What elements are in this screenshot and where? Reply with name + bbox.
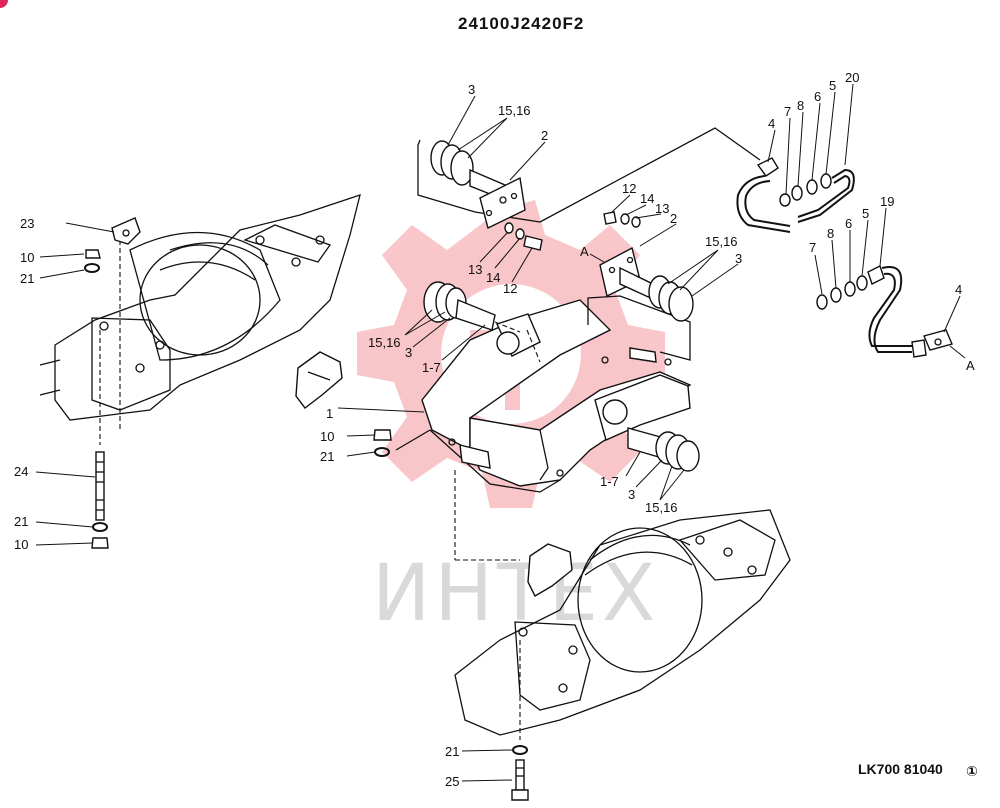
watermark-text: ИНТЕХ [372, 549, 659, 639]
callout-19: 19 [880, 194, 894, 209]
callout-21: 21 [320, 449, 334, 464]
callout-7: 7 [784, 104, 791, 119]
drawing-title: 24100J2420F2 [458, 14, 584, 33]
callout-14: 14 [486, 270, 500, 285]
callout-6: 6 [814, 89, 821, 104]
upper-grease-line [736, 157, 855, 233]
callout-4: 4 [768, 116, 775, 131]
callout-13: 13 [468, 262, 482, 277]
sheet-mark: ① [966, 763, 978, 779]
right-lower-pin-assembly [627, 427, 700, 472]
bottom-axle-housing [454, 509, 791, 740]
drawing-code: LK700 81040 [858, 761, 943, 777]
callout-14: 14 [640, 191, 654, 206]
callout-12: 12 [503, 281, 517, 296]
callout-15-16: 15,16 [368, 335, 401, 350]
callout-6: 6 [845, 216, 852, 231]
callout-2: 2 [670, 211, 677, 226]
central-bracket [421, 299, 692, 493]
callout-5: 5 [862, 206, 869, 221]
callout-3: 3 [628, 487, 635, 502]
upper-bolt-set [504, 222, 543, 251]
left-fastener-stack [84, 217, 141, 549]
callout-21: 21 [20, 271, 34, 286]
middle-fasteners [373, 429, 456, 560]
callout-8: 8 [827, 226, 834, 241]
callout-5: 5 [829, 78, 836, 93]
notification-badge[interactable] [0, 0, 8, 8]
bottom-bolt-set [511, 745, 529, 801]
left-axle-housing [39, 194, 361, 445]
callout-3: 3 [468, 82, 475, 97]
callout-7: 7 [809, 240, 816, 255]
callout-15-16: 15,16 [645, 500, 678, 515]
right-bolt-set [603, 211, 641, 228]
callout-20: 20 [845, 70, 859, 85]
callout-15-16: 15,16 [498, 103, 531, 118]
reference-line [539, 127, 761, 223]
callout-3: 3 [735, 251, 742, 266]
callout-12: 12 [622, 181, 636, 196]
callout-10: 10 [320, 429, 334, 444]
callout-10: 10 [20, 250, 34, 265]
callout-1: 1 [326, 406, 333, 421]
callout-21: 21 [14, 514, 28, 529]
callout-A: A [966, 358, 975, 373]
callout-1-7: 1-7 [422, 360, 441, 375]
callout-24: 24 [14, 464, 28, 479]
callout-4: 4 [955, 282, 962, 297]
lower-grease-line [816, 265, 953, 358]
callout-13: 13 [655, 201, 669, 216]
upper-left-pin-assembly [417, 139, 541, 230]
callout-25: 25 [445, 774, 459, 789]
callout-labels: 23 10 21 24 21 10 3 15,16 2 13 14 12 15,… [14, 70, 975, 789]
callout-21: 21 [445, 744, 459, 759]
callout-23: 23 [20, 216, 34, 231]
callout-2: 2 [541, 128, 548, 143]
upper-right-pin-assembly [587, 246, 694, 361]
callout-A: A [580, 244, 589, 259]
callout-3: 3 [405, 345, 412, 360]
callout-10: 10 [14, 537, 28, 552]
callout-1-7: 1-7 [600, 474, 619, 489]
callout-15-16: 15,16 [705, 234, 738, 249]
callout-8: 8 [797, 98, 804, 113]
callout-leaders [35, 83, 966, 782]
